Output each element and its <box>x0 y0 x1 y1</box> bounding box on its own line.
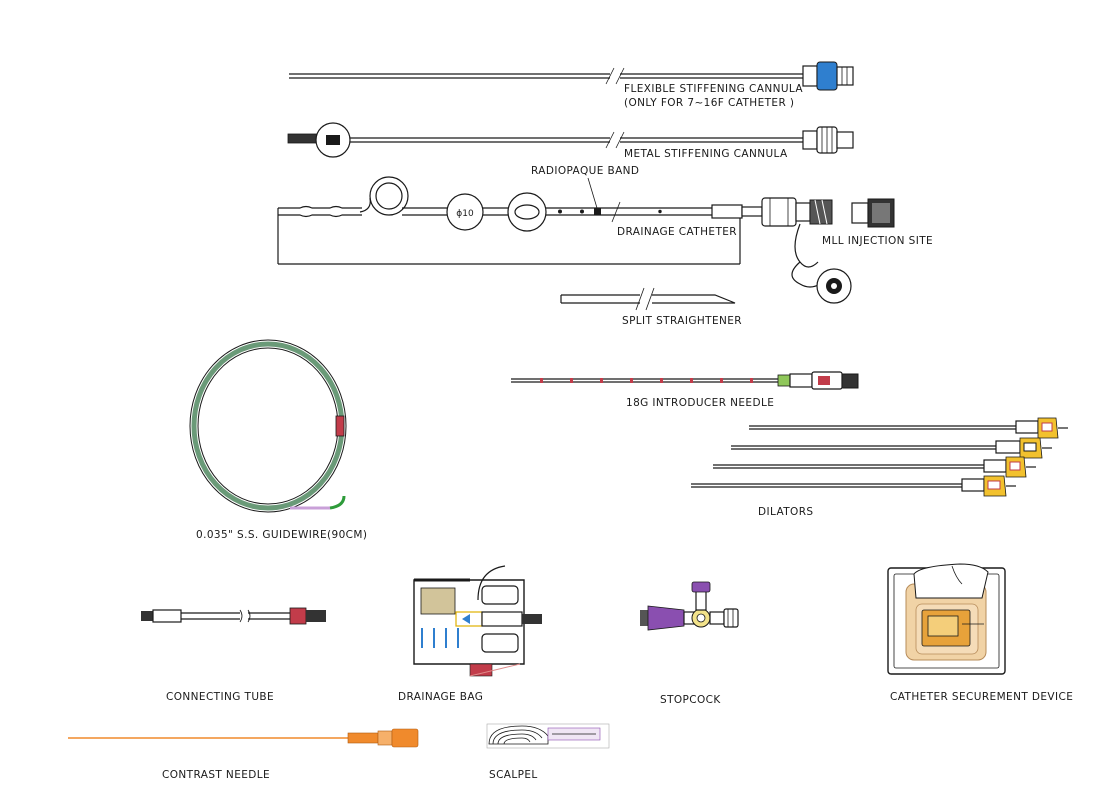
securement-device-label: CATHETER SECUREMENT DEVICE <box>890 691 1073 703</box>
guidewire-coil <box>189 339 347 513</box>
drainage-catheter: ϕ10 <box>277 176 852 304</box>
dilators <box>691 417 1068 497</box>
drainage-bag <box>413 565 542 677</box>
mll-injection-site <box>851 198 895 228</box>
radiopaque-band <box>594 208 601 215</box>
blue-hub <box>816 61 838 91</box>
metal-stiffening-cannula <box>287 122 854 158</box>
catheter-securement-device <box>887 563 1006 675</box>
stopcock <box>640 581 739 631</box>
split-straightener-label: SPLIT STRAIGHTENER <box>622 315 742 327</box>
guidewire-label: 0.035" S.S. GUIDEWIRE(90CM) <box>196 529 367 541</box>
flexible-cannula-label: FLEXIBLE STIFFENING CANNULA <box>624 83 803 95</box>
dilators-label: DILATORS <box>758 506 813 518</box>
connecting-tube-label: CONNECTING TUBE <box>166 691 274 703</box>
dilator-2 <box>731 437 1052 459</box>
metal-cannula-label: METAL STIFFENING CANNULA <box>624 148 788 160</box>
flexible-cannula-note: (ONLY FOR 7~16F CATHETER ) <box>624 97 794 109</box>
split-straightener <box>560 287 736 311</box>
scalpel-label: SCALPEL <box>489 769 538 781</box>
drainage-bag-label: DRAINAGE BAG <box>398 691 483 703</box>
mll-injection-site-label: MLL INJECTION SITE <box>822 235 933 247</box>
introducer-needle-label: 18G INTRODUCER NEEDLE <box>626 397 774 409</box>
connecting-tube <box>141 607 326 625</box>
radiopaque-band-label: RADIOPAQUE BAND <box>531 165 639 177</box>
dilator-4 <box>691 475 1016 497</box>
stopcock-label: STOPCOCK <box>660 694 721 706</box>
introducer-needle <box>511 371 859 390</box>
radiopaque-band-leader <box>587 177 598 209</box>
dilator-1 <box>749 417 1068 439</box>
scalpel <box>486 723 610 749</box>
catheter-size-mark: ϕ10 <box>456 209 474 219</box>
drainage-catheter-label: DRAINAGE CATHETER <box>617 226 737 238</box>
flexible-stiffening-cannula <box>289 61 854 91</box>
dilator-3 <box>713 456 1036 478</box>
contrast-needle <box>68 728 419 748</box>
contrast-needle-label: CONTRAST NEEDLE <box>162 769 270 781</box>
